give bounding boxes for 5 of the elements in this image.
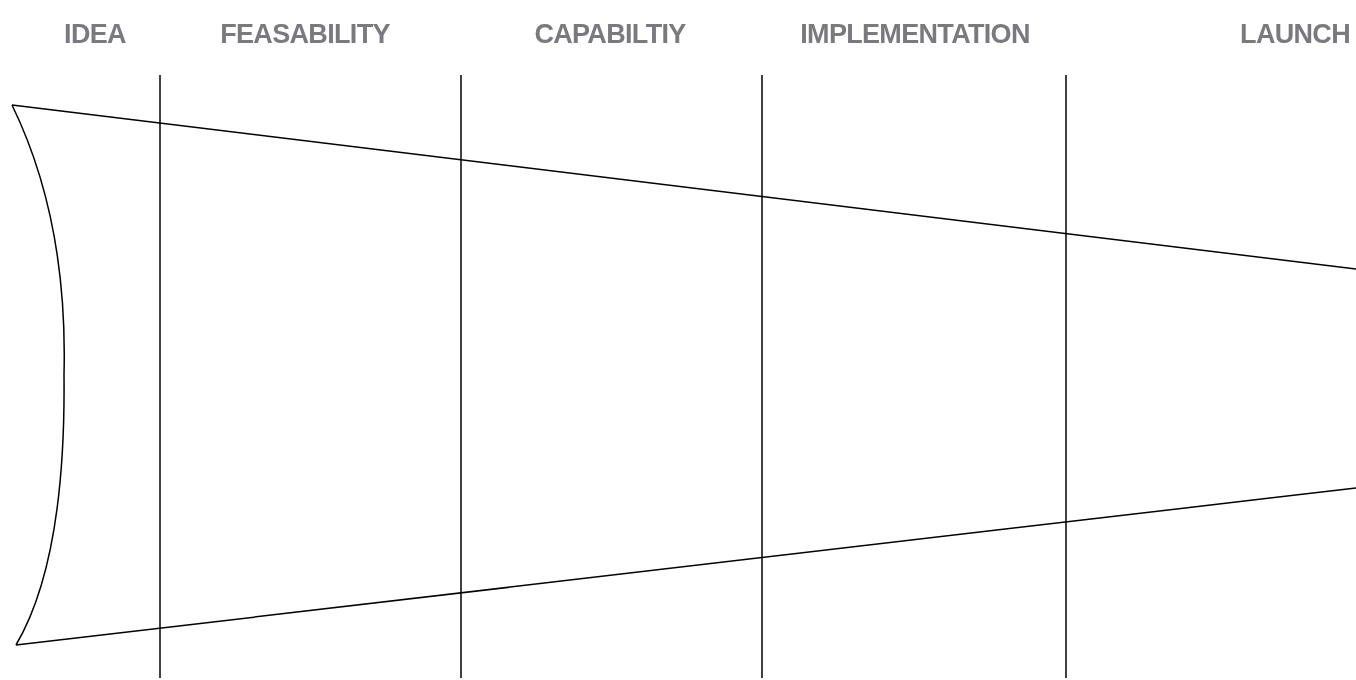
stage-label: LAUNCH <box>1240 18 1350 51</box>
stage-label: IDEA <box>64 18 126 51</box>
stage-label: IMPLEMENTATION <box>800 18 1030 51</box>
stage-label: FEASABILITY <box>220 18 390 51</box>
stage-label: CAPABILTIY <box>534 18 686 51</box>
